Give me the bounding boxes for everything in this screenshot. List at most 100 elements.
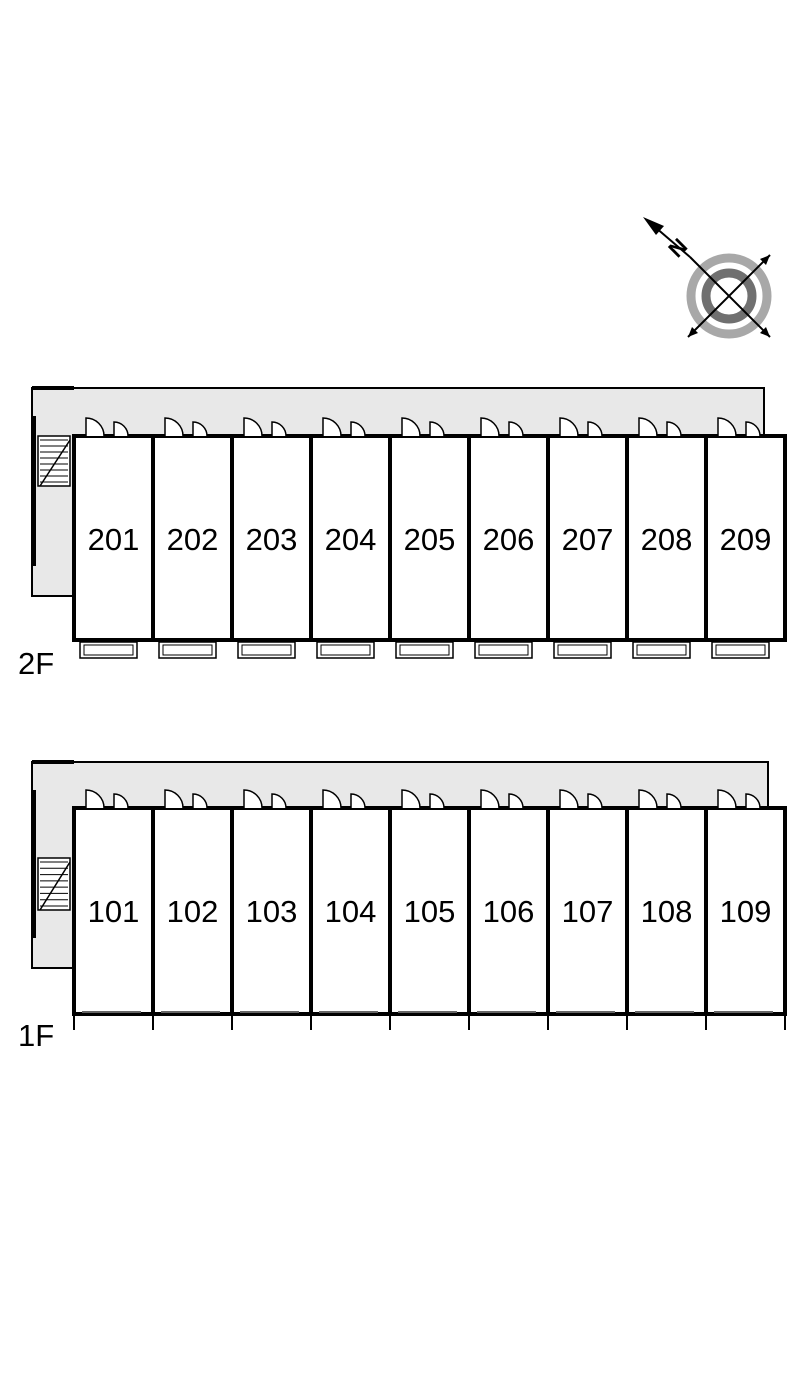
unit-101: 101: [72, 789, 155, 1030]
stair-frame: [37, 857, 71, 911]
unit-room: [151, 806, 234, 1016]
balcony-inner: [636, 644, 687, 656]
unit-103: 103: [230, 789, 313, 1030]
door-icon: [480, 789, 500, 809]
unit-room: [388, 434, 471, 642]
meter-box-icon: [587, 421, 603, 437]
unit-203: 203: [230, 417, 313, 659]
meter-box-icon: [271, 793, 287, 809]
door-icon: [243, 789, 263, 809]
compass-axis-nw: [689, 256, 771, 338]
compass-arrow-sw: [688, 327, 698, 337]
unit-202: 202: [151, 417, 234, 659]
door-icon: [164, 417, 184, 437]
meter-box-icon: [192, 421, 208, 437]
unit-number: 209: [720, 522, 772, 557]
meter-box-icon: [192, 793, 208, 809]
unit-201: 201: [72, 417, 155, 659]
unit-room: [151, 434, 234, 642]
balcony-inner: [241, 644, 292, 656]
unit-number: 204: [325, 522, 377, 557]
meter-box-icon: [587, 793, 603, 809]
unit-room: [704, 434, 787, 642]
balcony-inner: [162, 644, 213, 656]
unit-number: 203: [246, 522, 298, 557]
unit-number: 208: [641, 522, 693, 557]
door-icon: [322, 789, 342, 809]
unit-number: 107: [562, 894, 614, 929]
meter-box-icon: [745, 793, 761, 809]
floor-1f: 101 102 103 104 105 106 107 108 109 1F: [18, 760, 787, 1053]
unit-106: 106: [467, 789, 550, 1030]
unit-105: 105: [388, 789, 471, 1030]
north-arrow-icon: [643, 217, 664, 235]
unit-number: 201: [88, 522, 140, 557]
meter-box-icon: [113, 793, 129, 809]
unit-number: 102: [167, 894, 219, 929]
unit-number: 105: [404, 894, 456, 929]
door-icon: [638, 789, 658, 809]
unit-number: 207: [562, 522, 614, 557]
unit-number: 202: [167, 522, 219, 557]
unit-number: 103: [246, 894, 298, 929]
unit-108: 108: [625, 789, 708, 1030]
door-icon: [401, 789, 421, 809]
unit-number: 101: [88, 894, 140, 929]
stair-slope: [39, 439, 71, 487]
door-icon: [480, 417, 500, 437]
meter-box-icon: [350, 793, 366, 809]
door-icon: [322, 417, 342, 437]
unit-number: 108: [641, 894, 693, 929]
meter-box-icon: [745, 421, 761, 437]
door-icon: [559, 417, 579, 437]
door-icon: [717, 417, 737, 437]
floor-label: 1F: [18, 1018, 54, 1053]
balcony-inner: [399, 644, 450, 656]
meter-box-icon: [508, 421, 524, 437]
compass-outer-ring: [686, 253, 772, 339]
floor-label: 2F: [18, 646, 54, 681]
unit-number: 206: [483, 522, 535, 557]
unit-109: 109: [704, 789, 787, 1030]
unit-204: 204: [309, 417, 392, 659]
unit-205: 205: [388, 417, 471, 659]
unit-207: 207: [546, 417, 629, 659]
compass-arrow-se: [760, 327, 770, 337]
door-icon: [243, 417, 263, 437]
unit-107: 107: [546, 789, 629, 1030]
unit-number: 104: [325, 894, 377, 929]
balcony-inner: [320, 644, 371, 656]
door-icon: [85, 417, 105, 437]
floor-2f: 201 202 203 204 205 206 207 208 209 2F: [18, 386, 787, 681]
unit-number: 109: [720, 894, 772, 929]
compass-arrow-ne: [760, 255, 770, 265]
balcony-inner: [83, 644, 134, 656]
meter-box-icon: [666, 793, 682, 809]
meter-box-icon: [666, 421, 682, 437]
unit-208: 208: [625, 417, 708, 659]
unit-number: 106: [483, 894, 535, 929]
balcony-inner: [557, 644, 608, 656]
meter-box-icon: [113, 421, 129, 437]
compass-inner-ring: [701, 268, 757, 324]
unit-room: [72, 434, 155, 642]
stairs-icon: [37, 435, 71, 487]
stair-frame: [37, 435, 71, 487]
door-icon: [559, 789, 579, 809]
unit-number: 205: [404, 522, 456, 557]
meter-box-icon: [429, 421, 445, 437]
compass-rose: N: [643, 217, 772, 339]
stair-slope: [39, 861, 71, 911]
door-icon: [638, 417, 658, 437]
door-icon: [401, 417, 421, 437]
door-icon: [164, 789, 184, 809]
meter-box-icon: [429, 793, 445, 809]
balcony-inner: [715, 644, 766, 656]
meter-box-icon: [350, 421, 366, 437]
unit-room: [230, 806, 313, 1016]
unit-209: 209: [704, 417, 787, 659]
door-icon: [717, 789, 737, 809]
unit-206: 206: [467, 417, 550, 659]
